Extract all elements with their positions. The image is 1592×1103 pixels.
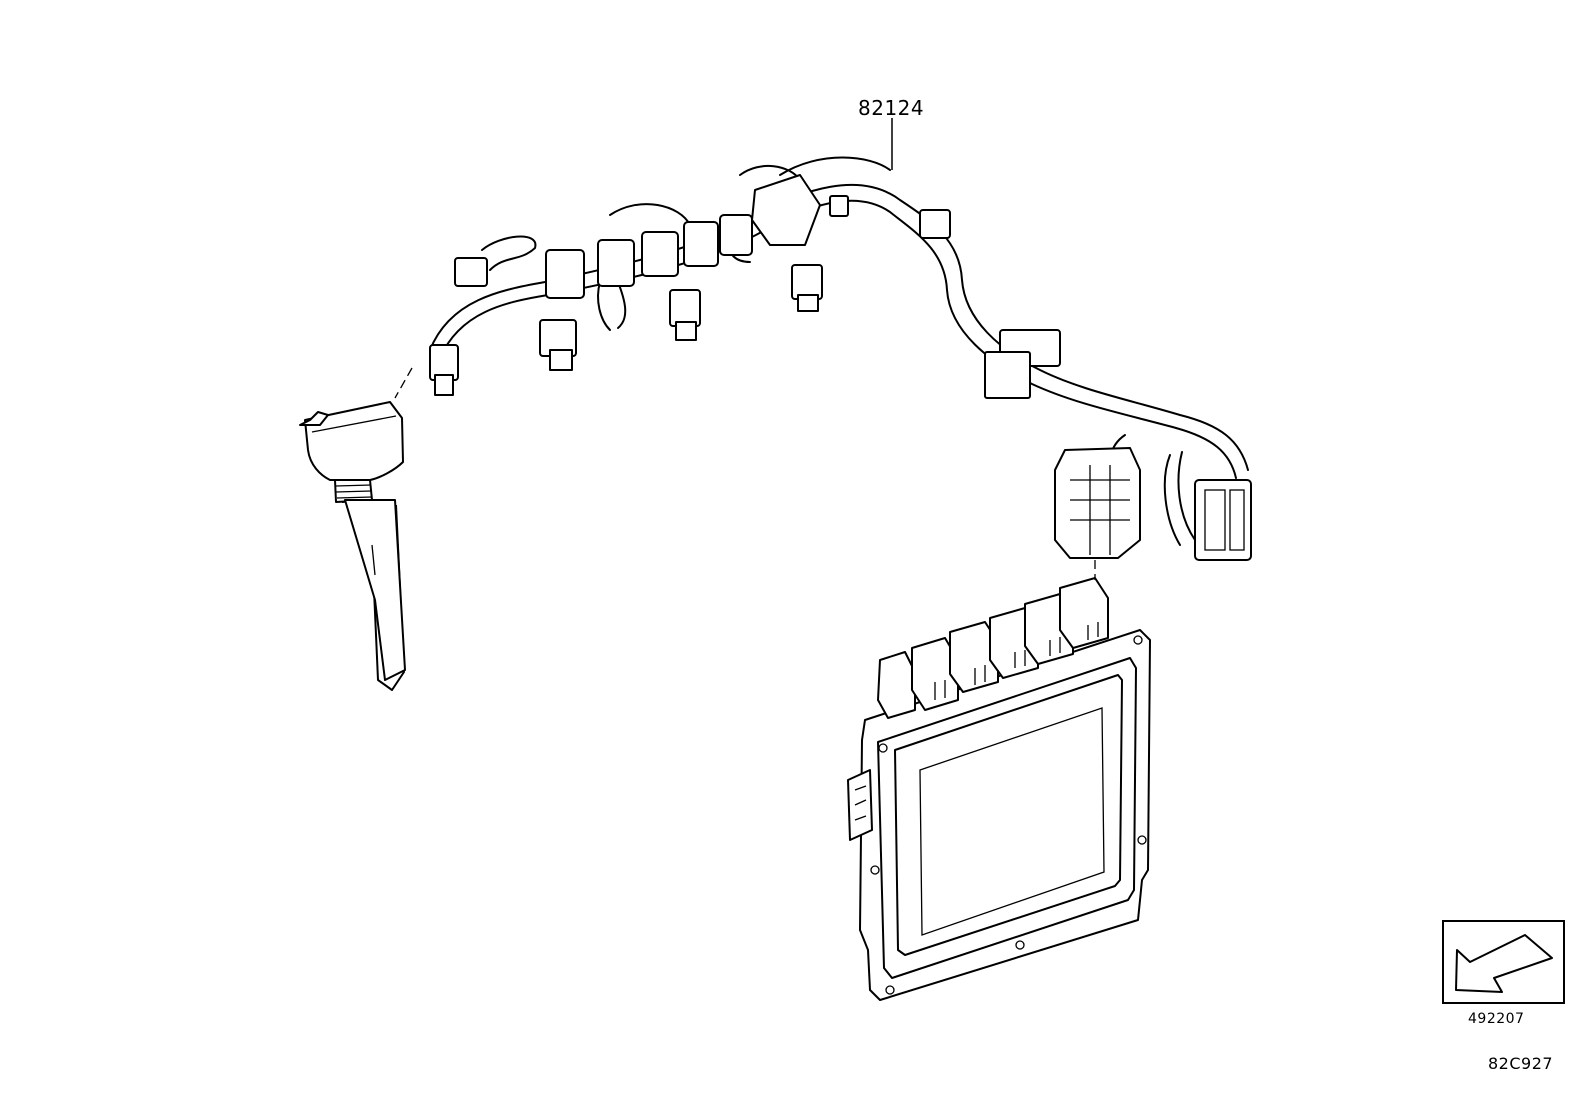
wire-harness[interactable] xyxy=(429,156,1252,561)
engine-control-unit[interactable] xyxy=(847,629,1151,1001)
orientation-box xyxy=(1442,920,1565,1004)
assembly-lines xyxy=(394,367,1096,580)
ignition-coil[interactable] xyxy=(299,401,406,691)
diagram-code: 82C927 xyxy=(1488,1054,1554,1073)
harness-plug-connectors[interactable] xyxy=(429,195,849,396)
ecu-header-connectors[interactable] xyxy=(877,577,1109,719)
part-number-callout[interactable]: 82124 xyxy=(858,96,925,120)
reference-code: 492207 xyxy=(1468,1011,1525,1027)
arrow-southwest-icon xyxy=(1455,934,1553,993)
ecu-harness-connector[interactable] xyxy=(1054,447,1141,559)
